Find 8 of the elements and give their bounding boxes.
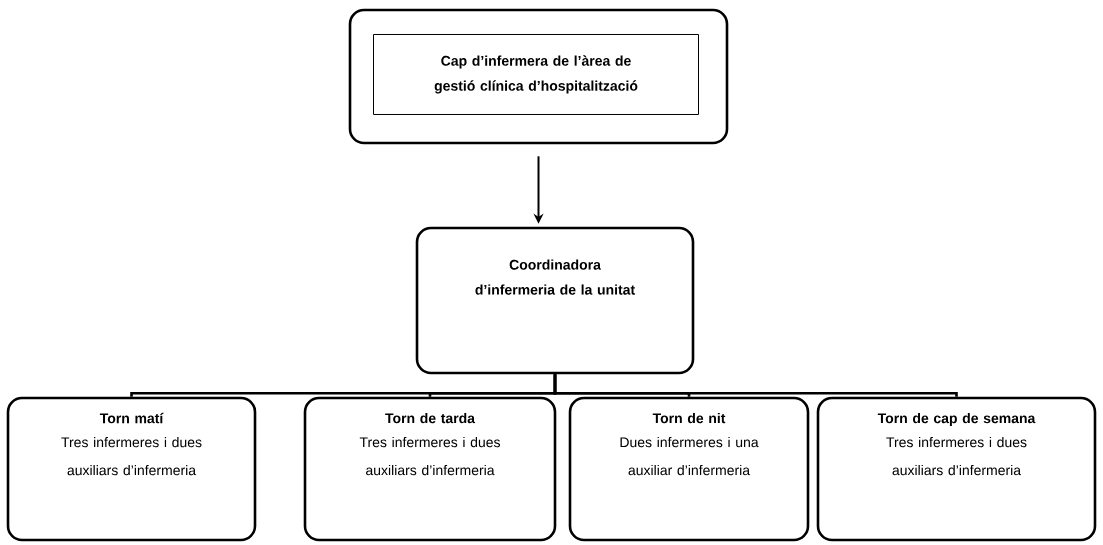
title-box: Cap d’infermera de l’àrea de gestió clínica d’hospitalització (373, 34, 699, 115)
rounded-box (348, 8, 729, 145)
shift-box: Torn de nit Dues infermeres i una auxiliar d’infermeria (568, 396, 810, 542)
shift-box: Torn de tarda Tres infermeres i dues auxiliars d’infermeria (303, 396, 557, 542)
shift-box: Torn de cap de semana Tres infermeres i dues auxiliars d’infermeria (816, 396, 1097, 542)
connector-line (553, 374, 958, 398)
shift-box: Torn matí Tres infermeres i dues auxiliars d’infermeria (6, 396, 257, 542)
coordinator-box: Coordinadora d’infermeria de la unitat (415, 226, 695, 375)
